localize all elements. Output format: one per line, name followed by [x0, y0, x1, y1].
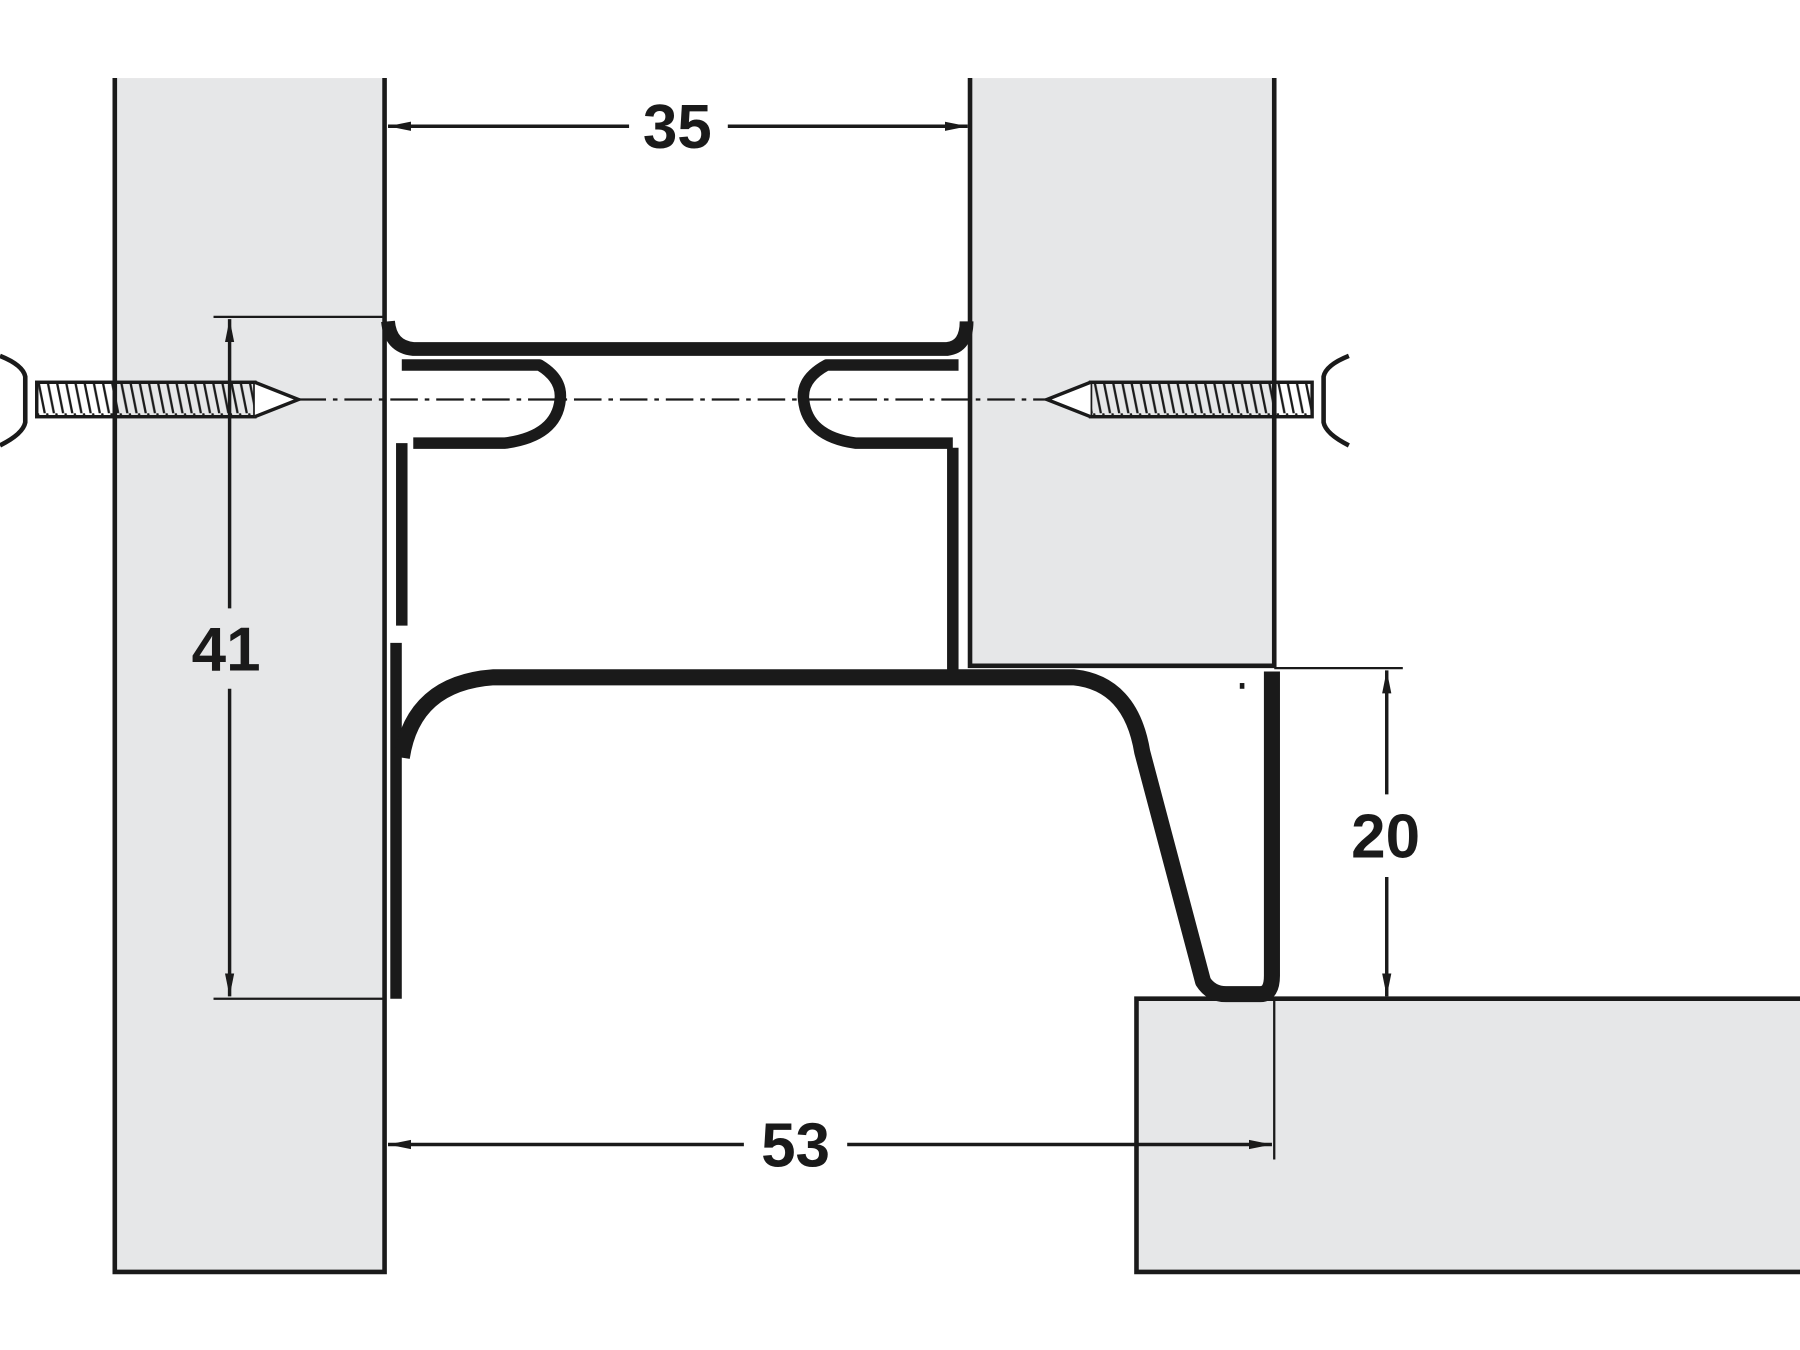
dimension-label-20: 20 [1351, 803, 1420, 872]
left-screw [0, 353, 304, 448]
left-side-panel [112, 78, 387, 1275]
right-upper-panel [967, 78, 1277, 669]
dimension-left-height [213, 315, 385, 1000]
dimension-label-35: 35 [643, 93, 712, 162]
aluminium-profile [381, 320, 1280, 1003]
dimension-label-41: 41 [192, 615, 261, 684]
dimension-label-53: 53 [761, 1111, 830, 1180]
bottom-right-panel [1134, 996, 1800, 1275]
dimension-right-height [1274, 666, 1403, 997]
right-screw [1042, 353, 1350, 448]
dimension-bottom-width [388, 998, 1276, 1160]
